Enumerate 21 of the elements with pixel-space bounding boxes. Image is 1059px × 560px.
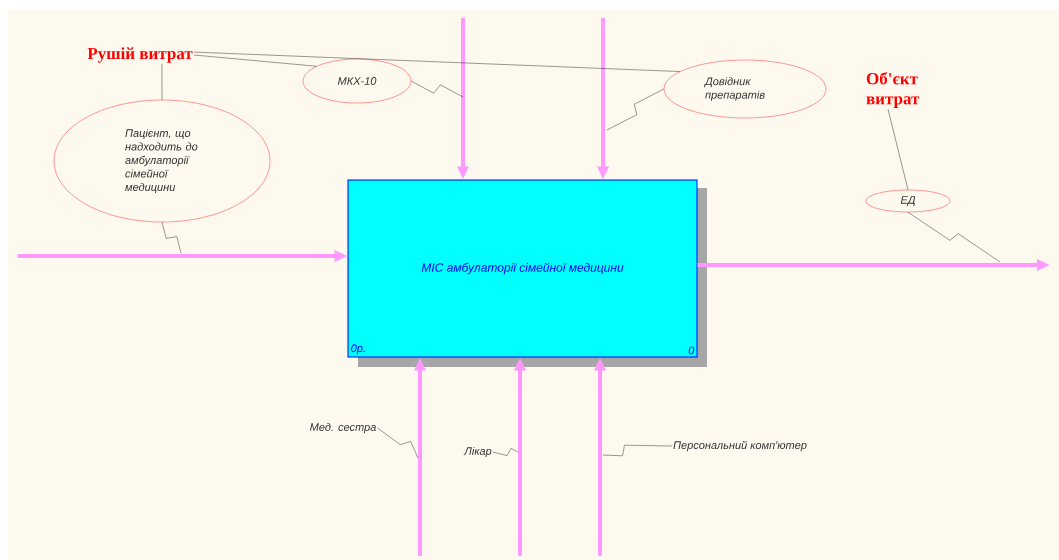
leader-line [492,448,519,456]
oval-label: Пацієнт, що надходить до амбулаторії сімейної медицини [53,99,271,223]
oval-label: ЕД [865,189,951,213]
leader-line [377,427,419,459]
connector-line [193,54,317,67]
leader-line [606,88,664,131]
heading-text: Рушій витрат [87,47,193,63]
arrow-label: Лікар [463,446,492,458]
leader-line [411,80,464,98]
leader-line [907,212,1001,263]
oval-label: МКХ-10 [302,58,412,104]
leader-line [602,445,673,456]
arrow-label: Персональний комп'ютер [673,440,807,452]
leader-line [161,222,182,254]
heading-text: Об'єкт витрат [866,72,920,108]
connector-line [887,108,909,190]
connector-line [161,63,163,100]
connector-line [193,51,681,72]
process-box: МІС амбулаторії сімейної медицини 0р. 0 [347,179,707,367]
arrow-label: Мед. сестра [310,422,376,434]
oval-label: Довідник препаратів [663,59,827,119]
